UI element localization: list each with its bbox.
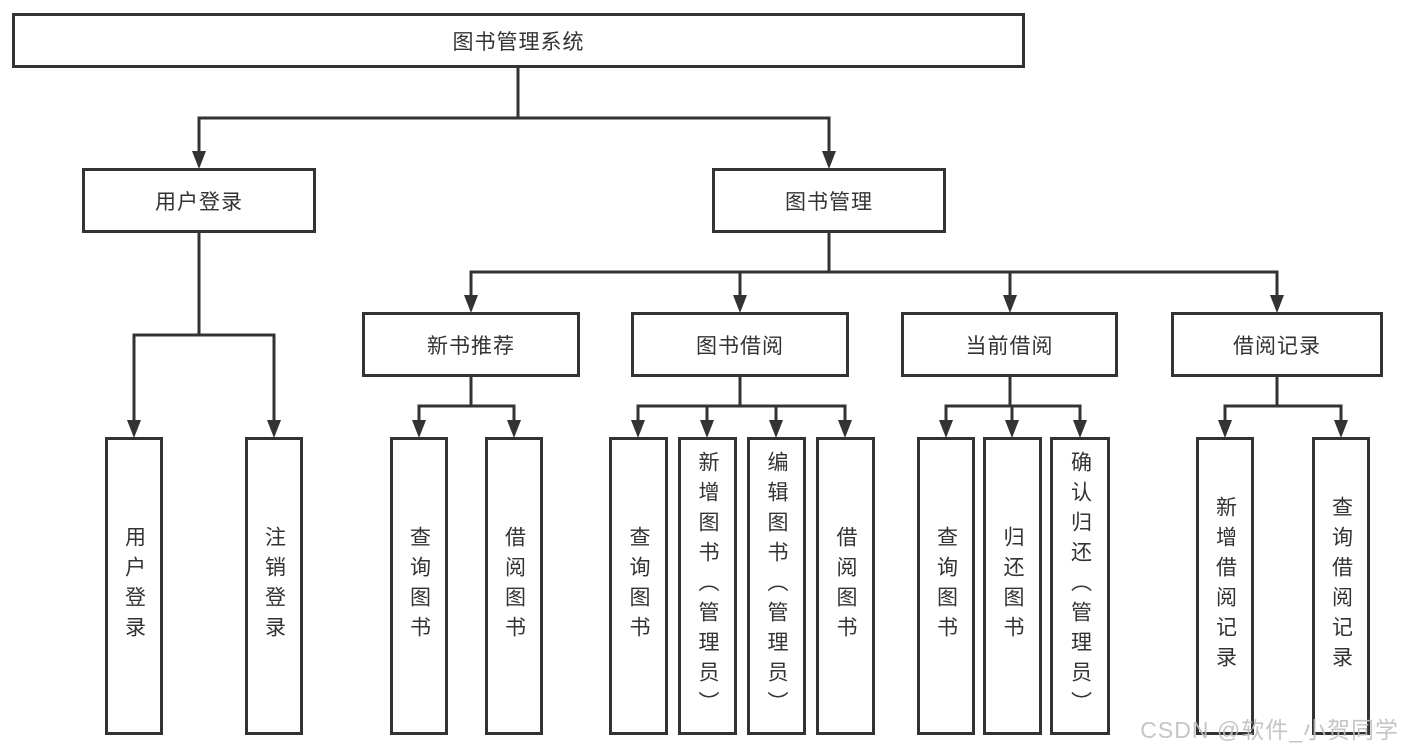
node-book-borrow: 图书借阅 [631,312,849,377]
leaf-query-books-current: 查询图书 [917,437,975,735]
leaf-borrow-books: 借阅图书 [816,437,875,735]
leaf-label: 借阅图书 [834,526,857,646]
leaf-label: 编辑图书（管理员） [765,451,788,721]
leaf-label: 新增图书（管理员） [696,451,719,721]
node-current-borrow: 当前借阅 [901,312,1118,377]
leaf-logout: 注销登录 [245,437,303,735]
leaf-label: 归还图书 [1001,526,1024,646]
leaf-label: 查询图书 [407,526,431,646]
node-root-library-system: 图书管理系统 [12,13,1025,68]
leaf-user-login: 用户登录 [105,437,163,735]
leaf-label: 用户登录 [122,526,146,646]
leaf-add-books-admin: 新增图书（管理员） [678,437,737,735]
node-new-book-recommend: 新书推荐 [362,312,580,377]
leaf-label: 注销登录 [262,526,286,646]
leaf-query-borrow-record: 查询借阅记录 [1312,437,1370,735]
leaf-return-books: 归还图书 [983,437,1042,735]
leaf-label: 确认归还（管理员） [1068,451,1092,721]
watermark: CSDN @软件_小贺同学 [1140,717,1399,743]
leaf-label: 新增借阅记录 [1213,496,1237,676]
node-borrow-records: 借阅记录 [1171,312,1383,377]
leaf-query-books-borrow: 查询图书 [609,437,668,735]
node-book-management: 图书管理 [712,168,946,233]
leaf-label: 查询图书 [934,526,958,646]
leaf-label: 借阅图书 [502,526,526,646]
leaf-label: 查询借阅记录 [1329,496,1353,676]
leaf-confirm-return-admin: 确认归还（管理员） [1050,437,1110,735]
node-user-login: 用户登录 [82,168,316,233]
leaf-edit-books-admin: 编辑图书（管理员） [747,437,806,735]
leaf-borrow-books-recommend: 借阅图书 [485,437,543,735]
leaf-add-borrow-record: 新增借阅记录 [1196,437,1254,735]
leaf-query-books-recommend: 查询图书 [390,437,448,735]
leaf-label: 查询图书 [627,526,650,646]
